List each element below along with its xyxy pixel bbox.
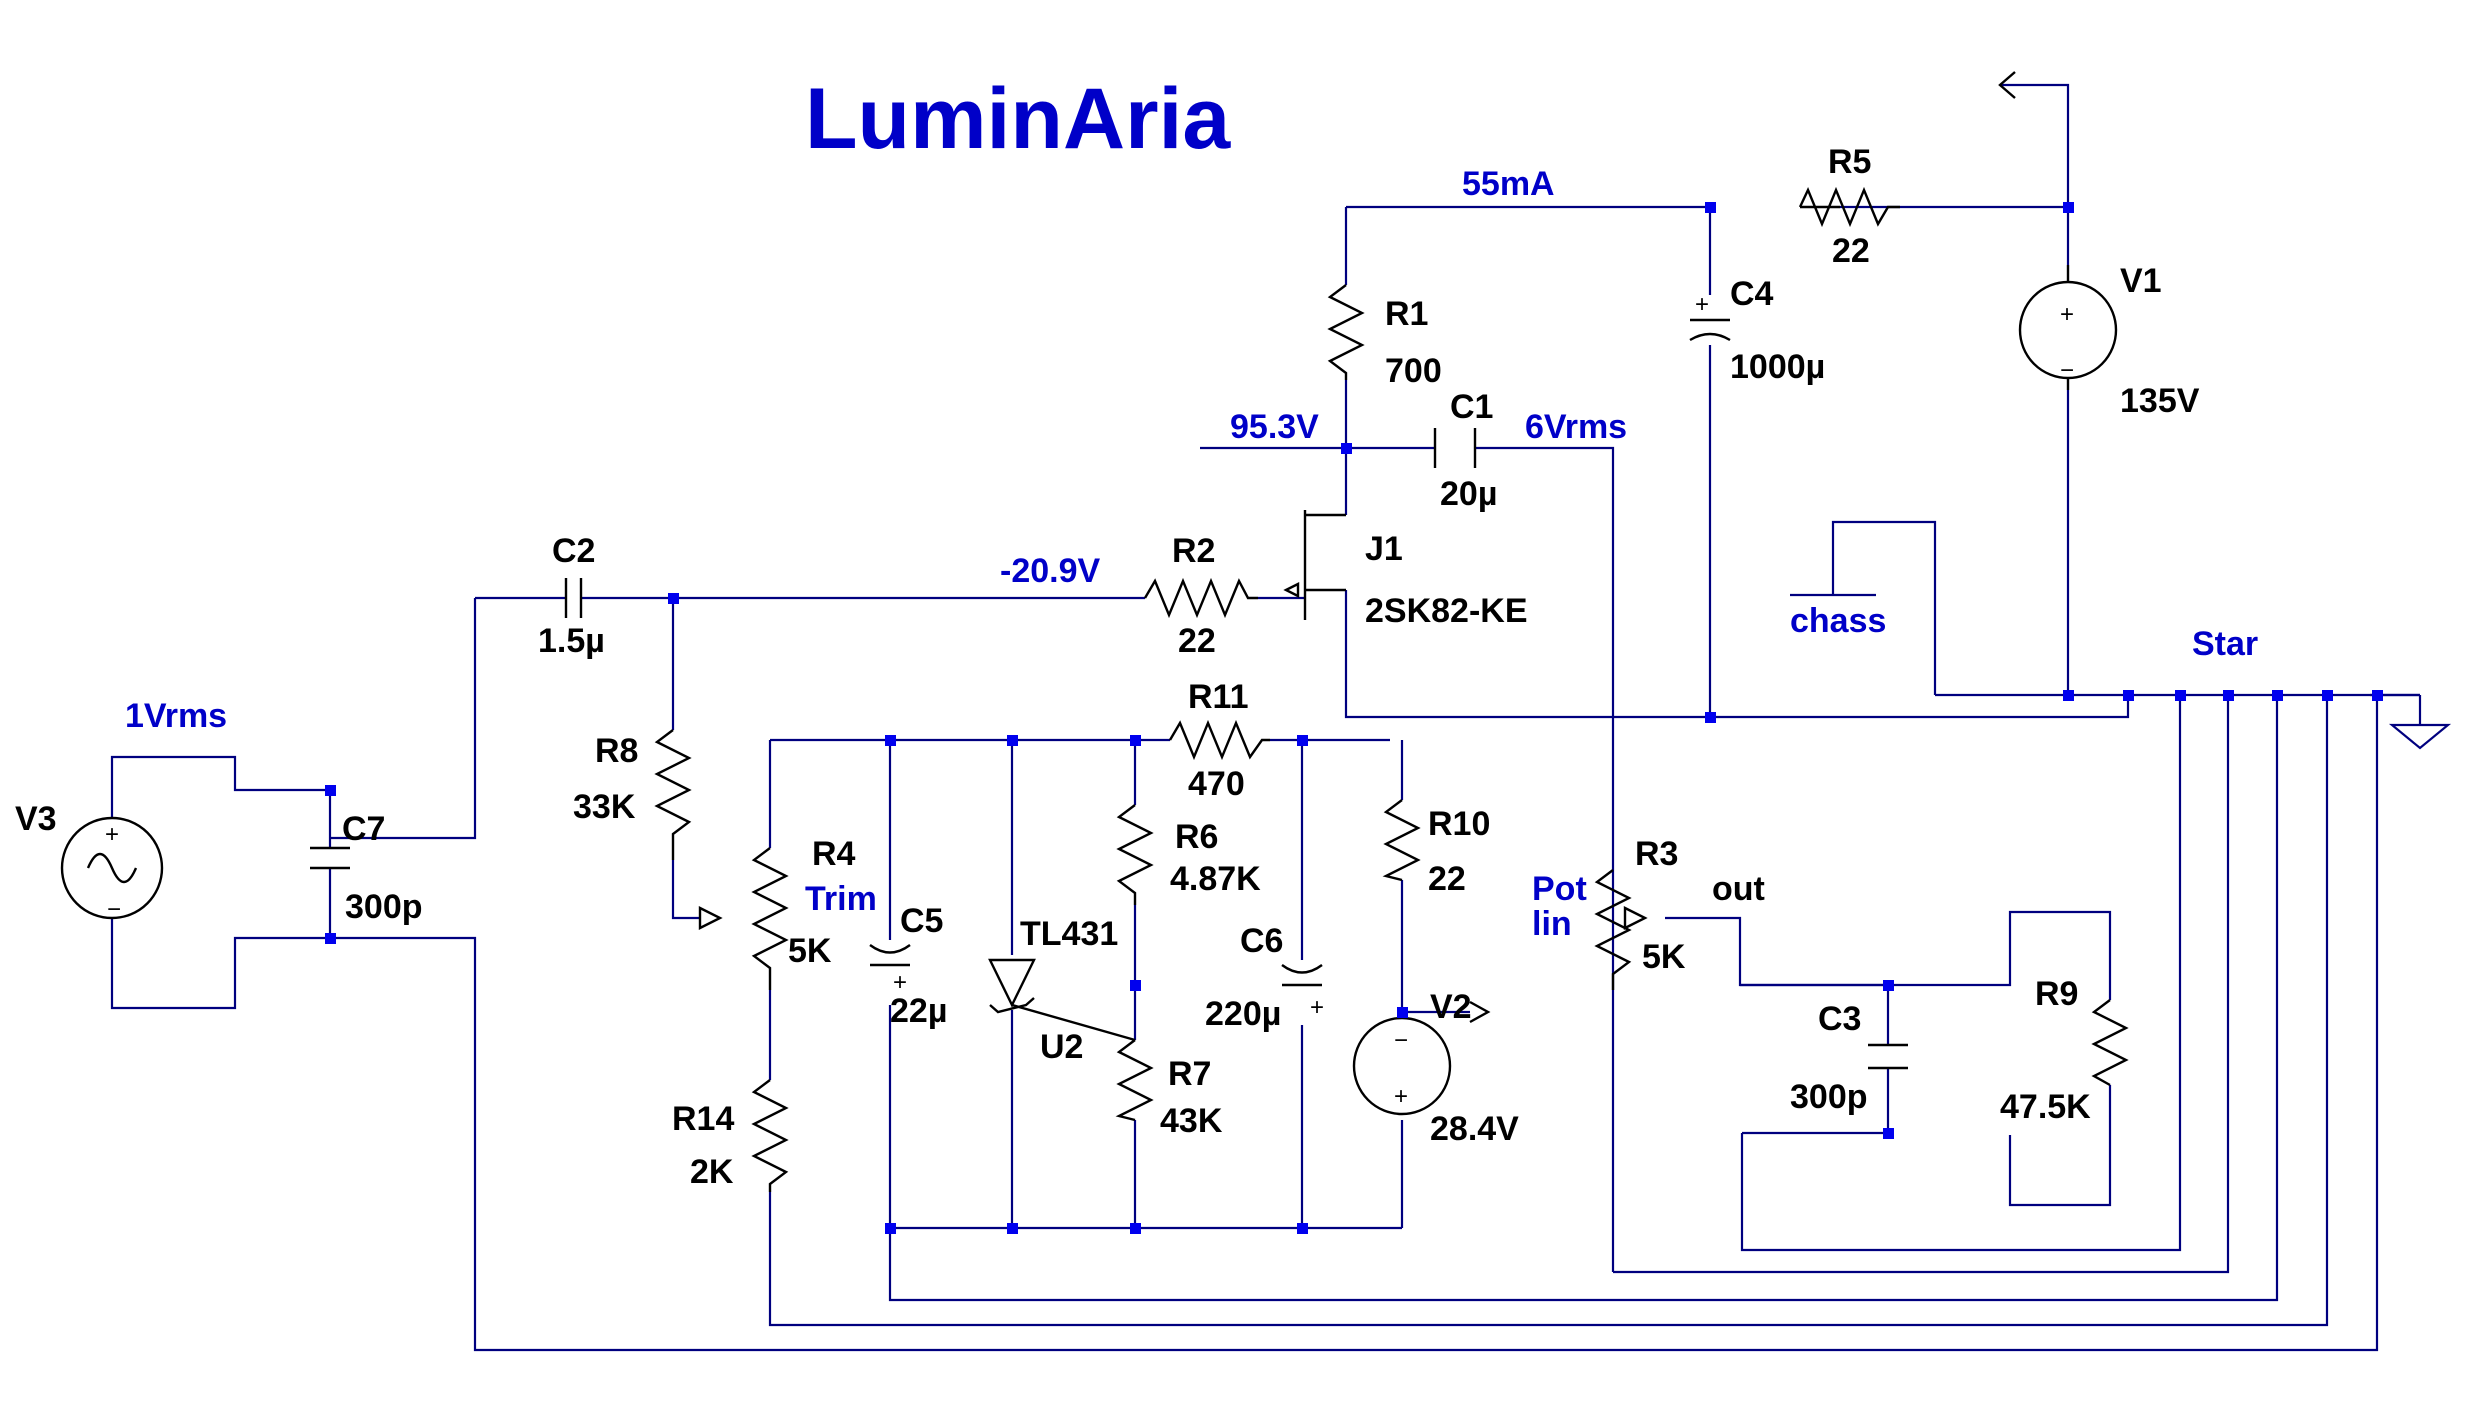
label-r11-value: 470 (1188, 765, 1245, 803)
resistor-r14-icon (751, 1079, 789, 1192)
label-v3-ref: V3 (15, 800, 57, 838)
jfet-j1-icon (1283, 510, 1346, 620)
svg-text:+: + (1394, 1083, 1408, 1110)
net-label-supply-current: 55mA (1462, 165, 1555, 203)
dc-source-v1-icon: + − (2018, 265, 2118, 390)
label-r8-ref: R8 (595, 732, 638, 770)
resistor-r1-icon (1327, 284, 1365, 380)
label-v2-value: 28.4V (1430, 1110, 1519, 1148)
supply-arrow-icon (1998, 71, 2016, 99)
resistor-r6-icon (1116, 804, 1154, 905)
shunt-regulator-u2-icon (988, 958, 1136, 1042)
label-r7-value: 43K (1160, 1102, 1223, 1140)
svg-text:+: + (1310, 994, 1324, 1021)
net-label-pot: Pot (1532, 870, 1587, 908)
label-v1-ref: V1 (2120, 262, 2162, 300)
net-label-out: out (1712, 870, 1765, 908)
label-c4-value: 1000µ (1730, 348, 1825, 386)
potentiometer-r4-icon (751, 847, 789, 990)
label-r5-value: 22 (1832, 232, 1870, 270)
label-r14-value: 2K (690, 1153, 734, 1191)
capacitor-c4-icon: + (1689, 291, 1731, 342)
label-r4-ref: R4 (812, 835, 856, 873)
resistor-r7-icon (1115, 1039, 1154, 1122)
label-r6-value: 4.87K (1170, 860, 1261, 898)
label-j1-ref: J1 (1365, 530, 1403, 568)
wiper-arrow-r4-icon (698, 906, 723, 930)
resistor-r5-icon (1798, 186, 1900, 228)
label-r3-value: 5K (1642, 938, 1686, 976)
label-c4-ref: C4 (1730, 275, 1774, 313)
resistor-r2-icon (1143, 577, 1258, 619)
label-r2-ref: R2 (1172, 532, 1215, 570)
label-v1-value: 135V (2120, 382, 2200, 420)
label-r3-ref: R3 (1635, 835, 1678, 873)
label-c7-value: 300p (345, 888, 423, 926)
net-label-star: Star (2192, 625, 2258, 663)
net-label-chassis: chass (1790, 602, 1886, 640)
ac-source-v3-icon: + − (60, 816, 164, 923)
label-c3-value: 300p (1790, 1078, 1868, 1116)
net-label-drain-voltage: 95.3V (1230, 408, 1319, 446)
potentiometer-r3-icon (1594, 869, 1648, 990)
schematic-title: LuminAria (805, 71, 1231, 167)
label-r9-value: 47.5K (2000, 1088, 2091, 1126)
svg-text:+: + (105, 821, 119, 848)
dc-source-v2-icon: − + (1352, 1016, 1452, 1116)
label-r1-ref: R1 (1385, 295, 1428, 333)
label-r6-ref: R6 (1175, 818, 1218, 856)
label-r5-ref: R5 (1828, 143, 1871, 181)
net-label-pot-taper: lin (1532, 905, 1572, 943)
net-label-trim: Trim (805, 880, 877, 918)
svg-text:+: + (1695, 291, 1709, 318)
capacitor-c5-icon: + (869, 944, 911, 996)
resistor-r9-icon (2091, 999, 2129, 1087)
label-c2-ref: C2 (552, 532, 595, 570)
svg-text:+: + (893, 969, 907, 996)
label-c5-value: 22µ (890, 992, 947, 1030)
capacitor-c6-icon: + (1281, 964, 1324, 1021)
svg-text:−: − (2060, 357, 2074, 384)
capacitor-c7-icon (310, 846, 350, 870)
label-c3-ref: C3 (1818, 1000, 1861, 1038)
label-r10-value: 22 (1428, 860, 1466, 898)
svg-text:−: − (107, 896, 121, 923)
net-label-gate-voltage: -20.9V (1000, 552, 1100, 590)
label-v2-ref: V2 (1430, 988, 1472, 1026)
label-r1-value: 700 (1385, 352, 1442, 390)
label-r8-value: 33K (573, 788, 636, 826)
label-c2-value: 1.5µ (538, 622, 605, 660)
label-c6-ref: C6 (1240, 922, 1283, 960)
label-u2-value: TL431 (1020, 915, 1118, 953)
label-r4-value: 5K (788, 932, 832, 970)
label-r14-ref: R14 (672, 1100, 734, 1138)
label-c1-ref: C1 (1450, 388, 1493, 426)
svg-text:−: − (1394, 1027, 1408, 1054)
label-j1-value: 2SK82-KE (1365, 592, 1528, 630)
output-arrow-v2-icon (1469, 1000, 1491, 1024)
net-label-input-signal: 1Vrms (125, 697, 227, 735)
wires (110, 83, 2422, 1352)
label-r9-ref: R9 (2035, 975, 2078, 1013)
label-c6-value: 220µ (1205, 995, 1281, 1033)
label-r2-value: 22 (1178, 622, 1216, 660)
resistor-r10-icon (1382, 799, 1421, 882)
label-r10-ref: R10 (1428, 805, 1490, 843)
capacitor-c2-icon (564, 578, 583, 618)
label-c5-ref: C5 (900, 902, 943, 940)
label-r11-ref: R11 (1188, 678, 1249, 716)
label-r7-ref: R7 (1168, 1055, 1211, 1093)
resistor-r11-icon (1168, 719, 1270, 761)
label-u2-ref: U2 (1040, 1028, 1083, 1066)
resistor-r8-icon (654, 729, 692, 860)
capacitor-c1-icon (1433, 428, 1477, 468)
label-c1-value: 20µ (1440, 475, 1497, 513)
junction-dots (325, 202, 2383, 1234)
capacitor-c3-icon (1868, 1043, 1908, 1070)
label-c7-ref: C7 (342, 810, 385, 848)
net-label-output-signal: 6Vrms (1525, 408, 1627, 446)
ground-icon (2388, 723, 2452, 750)
svg-text:+: + (2060, 301, 2074, 328)
